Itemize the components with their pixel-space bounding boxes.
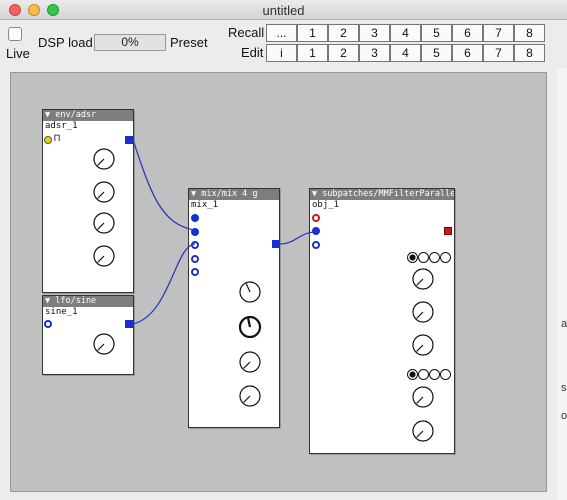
- mix-input-port-in1[interactable]: [191, 228, 199, 236]
- filter1-mode-option[interactable]: [418, 252, 429, 263]
- mix-object[interactable]: ▼ mix/mix 4 g mix_1: [188, 188, 280, 428]
- live-checkbox[interactable]: [8, 27, 22, 41]
- edit-preset-button[interactable]: 2: [328, 44, 359, 62]
- mix-gain2-knob[interactable]: [238, 315, 262, 339]
- mix-input-port-bus_in[interactable]: [191, 214, 199, 222]
- filter1-mode-option[interactable]: [407, 252, 418, 263]
- filter2-mode-option[interactable]: [407, 369, 418, 380]
- recall-preset-button[interactable]: 7: [483, 24, 514, 42]
- edit-preset-button[interactable]: 4: [390, 44, 421, 62]
- filter1-mode-option[interactable]: [429, 252, 440, 263]
- filter-input-port-In[interactable]: [312, 214, 320, 222]
- minimize-window-button[interactable]: [28, 4, 40, 16]
- edit-preset-button[interactable]: 8: [514, 44, 545, 62]
- lfo-output-port[interactable]: [125, 320, 133, 328]
- toolbar: Live DSP load 0% Preset Recall Edit ...1…: [0, 20, 567, 68]
- filter1-mode-option[interactable]: [440, 252, 451, 263]
- recall-more-button[interactable]: ...: [266, 24, 297, 42]
- recall-preset-button[interactable]: 5: [421, 24, 452, 42]
- mix-output-port[interactable]: [272, 240, 280, 248]
- filter2-mode-option[interactable]: [418, 369, 429, 380]
- filter-reso2-knob[interactable]: [411, 419, 435, 443]
- title-bar: untitled: [0, 0, 567, 20]
- lfo-object[interactable]: ▼ lfo/sine sine_1: [42, 295, 134, 375]
- adsr-output-port[interactable]: [125, 136, 133, 144]
- lfo-frequency-knob[interactable]: [92, 332, 116, 356]
- close-window-button[interactable]: [9, 4, 21, 16]
- adsr-a-knob[interactable]: [92, 147, 116, 171]
- edit-preset-button[interactable]: 7: [483, 44, 514, 62]
- side-char: o: [561, 410, 567, 422]
- filter-reso1-knob[interactable]: [411, 300, 435, 324]
- mix-gain3-knob[interactable]: [238, 350, 262, 374]
- filter-cutoff2-knob[interactable]: [411, 385, 435, 409]
- filter2-mode-option[interactable]: [440, 369, 451, 380]
- mix-input-port-in4[interactable]: [191, 268, 199, 276]
- edit-preset-button[interactable]: 5: [421, 44, 452, 62]
- window-title: untitled: [262, 3, 305, 18]
- adsr-s-knob[interactable]: [92, 211, 116, 235]
- filter-input-port-CutModIn[interactable]: [312, 227, 320, 235]
- maximize-window-button[interactable]: [47, 4, 59, 16]
- mix-input-port-in3[interactable]: [191, 255, 199, 263]
- edit-preset-button[interactable]: 1: [297, 44, 328, 62]
- adsr-object[interactable]: ▼ env/adsr adsr_1: [42, 109, 134, 293]
- object-header[interactable]: ▼ lfo/sine: [43, 296, 133, 307]
- filter-subpatch-object[interactable]: ▼ subpatches/MMFilterParallel obj_1: [309, 188, 455, 454]
- adsr-d-knob[interactable]: [92, 180, 116, 204]
- lfo-input-port[interactable]: [44, 320, 52, 328]
- right-edge-strip: [557, 68, 567, 500]
- recall-preset-button[interactable]: 2: [328, 24, 359, 42]
- object-name[interactable]: mix_1: [191, 200, 219, 210]
- live-label: Live: [6, 46, 30, 61]
- recall-label: Recall: [228, 25, 265, 40]
- recall-preset-button[interactable]: 4: [390, 24, 421, 42]
- mix-input-port-in2[interactable]: [191, 241, 199, 249]
- filter-output-port[interactable]: [444, 227, 452, 235]
- object-header[interactable]: ▼ subpatches/MMFilterParallel: [310, 189, 454, 200]
- recall-preset-button[interactable]: 1: [297, 24, 328, 42]
- filter-input-port-ResoModIn[interactable]: [312, 241, 320, 249]
- object-name[interactable]: sine_1: [45, 307, 78, 317]
- dsp-load-meter: 0%: [94, 34, 166, 51]
- object-header[interactable]: ▼ mix/mix 4 g: [189, 189, 279, 200]
- recall-preset-button[interactable]: 3: [359, 24, 390, 42]
- filter2-mode-option[interactable]: [429, 369, 440, 380]
- edit-preset-button[interactable]: 3: [359, 44, 390, 62]
- side-char: s: [561, 382, 567, 394]
- filter-cutoff1-knob[interactable]: [411, 267, 435, 291]
- preset-label: Preset: [170, 35, 208, 50]
- side-char: a: [561, 318, 567, 330]
- dsp-load-label: DSP load: [38, 35, 93, 50]
- edit-preset-button[interactable]: 6: [452, 44, 483, 62]
- filter-filtermix-knob[interactable]: [411, 333, 435, 357]
- edit-info-button[interactable]: i: [266, 44, 297, 62]
- object-header[interactable]: ▼ env/adsr: [43, 110, 133, 121]
- mix-gain1-knob[interactable]: [238, 280, 262, 304]
- object-name[interactable]: adsr_1: [45, 121, 78, 131]
- object-name[interactable]: obj_1: [312, 200, 340, 210]
- edit-label: Edit: [241, 45, 264, 60]
- recall-preset-button[interactable]: 6: [452, 24, 483, 42]
- adsr-r-knob[interactable]: [92, 244, 116, 268]
- recall-preset-button[interactable]: 8: [514, 24, 545, 42]
- mix-gain4-knob[interactable]: [238, 384, 262, 408]
- pulse-icon: ⊓: [54, 133, 61, 144]
- gate-input-port[interactable]: [44, 136, 52, 144]
